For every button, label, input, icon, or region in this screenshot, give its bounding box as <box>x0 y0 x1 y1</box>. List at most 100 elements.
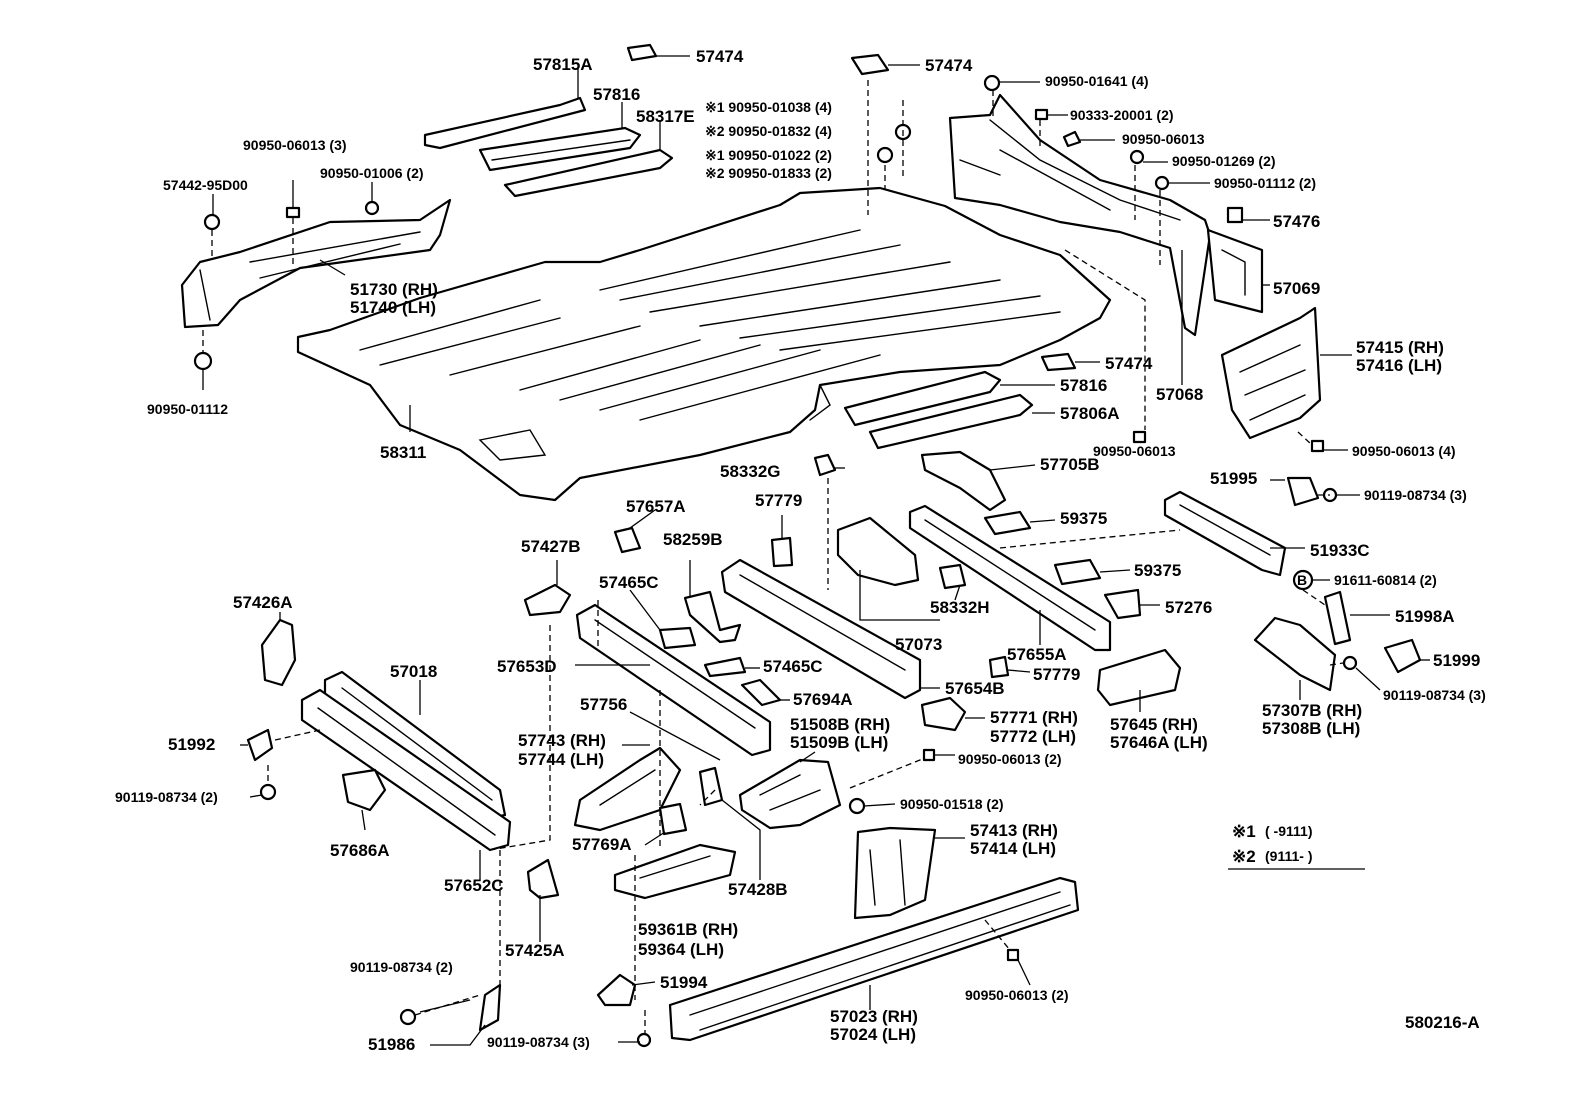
label-90950-06013-4[interactable]: 90950-06013 (4) <box>1352 443 1456 459</box>
label-59375-a[interactable]: 59375 <box>1060 509 1107 528</box>
label-57024[interactable]: 57024 (LH) <box>830 1025 916 1044</box>
label-90950-01006-2[interactable]: 90950-01006 (2) <box>320 165 424 181</box>
label-90119-08734-3c[interactable]: 90119-08734 (3) <box>487 1034 590 1050</box>
label-57018[interactable]: 57018 <box>390 662 437 681</box>
label-57816-a[interactable]: 57816 <box>593 85 640 104</box>
label-59375-b[interactable]: 59375 <box>1134 561 1181 580</box>
label-57769A[interactable]: 57769A <box>572 835 632 854</box>
label-57744[interactable]: 57744 (LH) <box>518 750 604 769</box>
label-51994[interactable]: 51994 <box>660 973 708 992</box>
label-57779-a[interactable]: 57779 <box>755 491 802 510</box>
label-57069[interactable]: 57069 <box>1273 279 1320 298</box>
label-57806A[interactable]: 57806A <box>1060 404 1120 423</box>
label-90119-08734-3b[interactable]: 90119-08734 (3) <box>1383 687 1486 703</box>
label-58311[interactable]: 58311 <box>380 443 426 462</box>
label-57073[interactable]: 57073 <box>895 635 942 654</box>
label-51992[interactable]: 51992 <box>168 735 215 754</box>
label-57442-95D00[interactable]: 57442-95D00 <box>163 177 248 193</box>
bracket-57426A <box>260 618 297 687</box>
label-90950-01518-2[interactable]: 90950-01518 (2) <box>900 796 1004 812</box>
crossmember-57815A <box>423 96 587 150</box>
bracket-59375-a <box>983 510 1032 536</box>
plug-90950-06013-b <box>1062 130 1082 148</box>
label-51995[interactable]: 51995 <box>1210 469 1257 488</box>
label-57416[interactable]: 57416 (LH) <box>1356 356 1442 375</box>
small-brackets-middle <box>770 510 1182 707</box>
rocker-panel-57023 <box>668 876 1080 1042</box>
label-57023[interactable]: 57023 (RH) <box>830 1007 918 1026</box>
label-59361B[interactable]: 59361B (RH) <box>638 920 738 939</box>
label-57815A[interactable]: 57815A <box>533 55 593 74</box>
label-51509B[interactable]: 51509B (LH) <box>790 733 888 752</box>
label-58332G[interactable]: 58332G <box>720 462 781 481</box>
label-57705B[interactable]: 57705B <box>1040 455 1100 474</box>
label-51933C[interactable]: 51933C <box>1310 541 1370 560</box>
label-90950-06013-2b[interactable]: 90950-06013 (2) <box>965 987 1069 1003</box>
label-90950-01112-a[interactable]: 90950-01112 <box>147 401 228 417</box>
label-90950-06013-2[interactable]: 90950-06013 (2) <box>958 751 1062 767</box>
label-57646A[interactable]: 57646A (LH) <box>1110 733 1208 752</box>
label-57771[interactable]: 57771 (RH) <box>990 708 1078 727</box>
label-n2-90950-01832[interactable]: ※2 90950-01832 (4) <box>705 123 832 139</box>
label-57426A[interactable]: 57426A <box>233 593 293 612</box>
label-57413[interactable]: 57413 (RH) <box>970 821 1058 840</box>
label-57415[interactable]: 57415 (RH) <box>1356 338 1444 357</box>
label-59364[interactable]: 59364 (LH) <box>638 940 724 959</box>
label-90950-01641-4[interactable]: 90950-01641 (4) <box>1045 73 1149 89</box>
label-58317E[interactable]: 58317E <box>636 107 695 126</box>
label-57414[interactable]: 57414 (LH) <box>970 839 1056 858</box>
clip-90950-01112-b <box>1154 175 1170 191</box>
bracket-57705B <box>813 450 1007 512</box>
label-57743[interactable]: 57743 (RH) <box>518 731 606 750</box>
label-90950-06013-b[interactable]: 90950-06013 <box>1122 131 1205 147</box>
label-91611-60814[interactable]: 91611-60814 (2) <box>1334 572 1437 588</box>
label-51508B[interactable]: 51508B (RH) <box>790 715 890 734</box>
label-57756[interactable]: 57756 <box>580 695 627 714</box>
label-90950-06013-c[interactable]: 90950-06013 <box>1093 443 1176 459</box>
label-57474-a[interactable]: 57474 <box>696 47 744 66</box>
label-57816-b[interactable]: 57816 <box>1060 376 1107 395</box>
label-57694A[interactable]: 57694A <box>793 690 853 709</box>
label-57645[interactable]: 57645 (RH) <box>1110 715 1198 734</box>
label-n1-90950-01022[interactable]: ※1 90950-01022 (2) <box>705 147 832 163</box>
label-90333-20001-2[interactable]: 90333-20001 (2) <box>1070 107 1174 123</box>
label-n1-90950-01038[interactable]: ※1 90950-01038 (4) <box>705 99 832 115</box>
label-90950-01269-2[interactable]: 90950-01269 (2) <box>1172 153 1276 169</box>
label-n2-90950-01833[interactable]: ※2 90950-01833 (2) <box>705 165 832 181</box>
label-57427B[interactable]: 57427B <box>521 537 581 556</box>
label-57657A[interactable]: 57657A <box>626 497 686 516</box>
label-57474-c[interactable]: 57474 <box>1105 354 1153 373</box>
legend-note1-mark: ※1 <box>1232 822 1256 841</box>
label-90119-08734-2b[interactable]: 90119-08734 (2) <box>350 959 453 975</box>
label-57653D[interactable]: 57653D <box>497 657 557 676</box>
label-58332H[interactable]: 58332H <box>930 598 990 617</box>
label-57428B[interactable]: 57428B <box>728 880 788 899</box>
label-57655A[interactable]: 57655A <box>1007 645 1067 664</box>
label-51998A[interactable]: 51998A <box>1395 607 1455 626</box>
label-57465C-a[interactable]: 57465C <box>599 573 659 592</box>
label-57686A[interactable]: 57686A <box>330 841 390 860</box>
label-57308B[interactable]: 57308B (LH) <box>1262 719 1360 738</box>
label-57654B[interactable]: 57654B <box>945 679 1005 698</box>
label-57425A[interactable]: 57425A <box>505 941 565 960</box>
label-90950-06013-3[interactable]: 90950-06013 (3) <box>243 137 347 153</box>
label-57307B[interactable]: 57307B (RH) <box>1262 701 1362 720</box>
label-57276[interactable]: 57276 <box>1165 598 1212 617</box>
label-57474-b[interactable]: 57474 <box>925 56 973 75</box>
label-90119-08734-2a[interactable]: 90119-08734 (2) <box>115 789 218 805</box>
lower-small-brackets <box>399 973 652 1048</box>
label-51999[interactable]: 51999 <box>1433 651 1480 670</box>
label-90950-01112-2[interactable]: 90950-01112 (2) <box>1214 175 1316 191</box>
label-58259B[interactable]: 58259B <box>663 530 723 549</box>
label-51986[interactable]: 51986 <box>368 1035 415 1054</box>
label-57476[interactable]: 57476 <box>1273 212 1320 231</box>
label-57772[interactable]: 57772 (LH) <box>990 727 1076 746</box>
label-90119-08734-3a[interactable]: 90119-08734 (3) <box>1364 487 1467 503</box>
label-57652C[interactable]: 57652C <box>444 876 504 895</box>
label-51730[interactable]: 51730 (RH) <box>350 280 438 299</box>
label-57068[interactable]: 57068 <box>1156 385 1203 404</box>
label-51740[interactable]: 51740 (LH) <box>350 298 436 317</box>
label-57779-b[interactable]: 57779 <box>1033 665 1080 684</box>
label-57465C-b[interactable]: 57465C <box>763 657 823 676</box>
